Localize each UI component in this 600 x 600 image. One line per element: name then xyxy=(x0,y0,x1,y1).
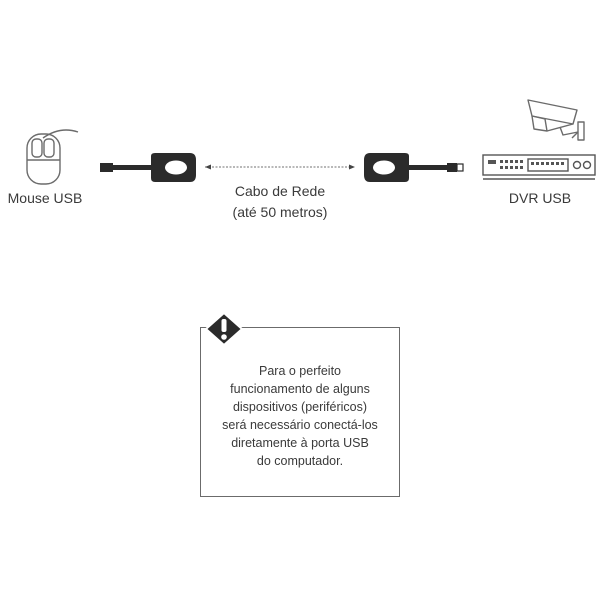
cable-right xyxy=(409,165,447,170)
notice-line: diretamente à porta USB xyxy=(231,436,369,450)
usb-plug-right xyxy=(447,163,457,172)
dvr-icon xyxy=(482,154,596,180)
notice-line: dispositivos (periféricos) xyxy=(232,400,368,414)
camera-icon xyxy=(527,99,585,141)
notice-line: do computador. xyxy=(256,454,344,468)
adapter-window-right xyxy=(373,160,395,175)
cable-left xyxy=(113,165,151,170)
notice-text: Para o perfeito funcionamento de alguns … xyxy=(201,362,399,470)
notice-line: funcionamento de alguns xyxy=(230,382,370,396)
cable-label-length: (até 50 metros) xyxy=(232,204,328,220)
mouse-icon xyxy=(26,129,79,185)
usb-extender-right xyxy=(364,153,464,182)
notice-line: será necessário conectá-los xyxy=(222,418,378,432)
usb-plug-left xyxy=(100,163,113,172)
usb-extender-left xyxy=(100,153,196,182)
adapter-window-left xyxy=(165,160,187,175)
mouse-usb-label: Mouse USB xyxy=(7,190,83,206)
cable-label-title: Cabo de Rede xyxy=(234,183,326,199)
warning-icon xyxy=(205,312,243,346)
network-cable-arrow xyxy=(205,164,355,170)
notice-line: Para o perfeito xyxy=(259,364,341,378)
notice-box: Para o perfeito funcionamento de alguns … xyxy=(200,327,400,497)
dvr-usb-label: DVR USB xyxy=(508,190,572,206)
